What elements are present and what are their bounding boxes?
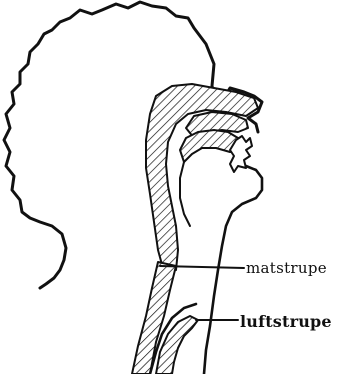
tongue bbox=[180, 130, 240, 162]
luftstrupe-label: luftstrupe bbox=[240, 314, 332, 330]
matstrupe-label: matstrupe bbox=[246, 261, 327, 276]
pharynx-wall bbox=[146, 84, 258, 272]
oral-cavity-outline bbox=[180, 162, 190, 226]
